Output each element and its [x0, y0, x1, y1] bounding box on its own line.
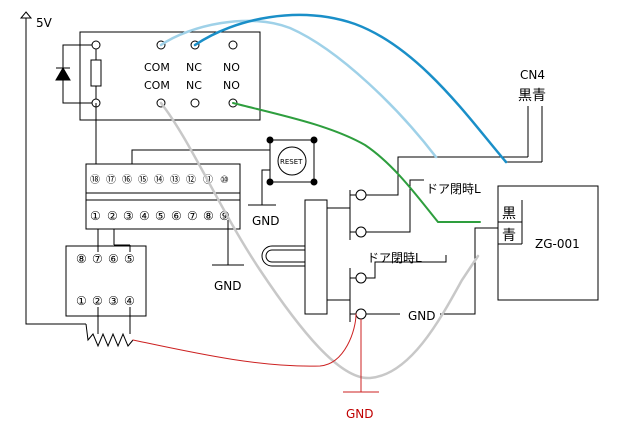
module-pin-5: ⑤	[124, 252, 135, 266]
switch-upper-terminal-2	[355, 226, 367, 238]
wire-blue	[193, 13, 508, 164]
switch-lower-terminal-2	[355, 308, 367, 320]
module-top-pins: ⑧ ⑦ ⑥ ⑤	[76, 252, 135, 266]
relay-label-com-top: COM	[144, 61, 170, 74]
reset-gnd-label: GND	[252, 214, 280, 228]
module-pin-1: ①	[76, 294, 87, 308]
ic-pin-17: ⑰	[106, 174, 116, 186]
reset-button-cap	[277, 146, 307, 176]
zg001-pin-blue: 青	[502, 228, 516, 244]
relay-body	[79, 31, 261, 121]
cn4-colors: 黒青	[518, 88, 546, 104]
colored-wires	[132, 13, 508, 380]
relay: COM NC NO COM NC NO	[55, 31, 261, 121]
red-gnd	[343, 319, 379, 393]
cn4-connector	[436, 106, 543, 163]
sensor-module	[65, 229, 147, 334]
wire-green	[232, 102, 481, 223]
ic-pin-10: ⑩	[220, 175, 229, 186]
zg001-body	[497, 185, 599, 301]
ic-bottom-section	[85, 199, 241, 230]
zg001-name: ZG-001	[535, 237, 580, 251]
ic-bottom-pins: ① ② ③ ④ ⑤ ⑥ ⑦ ⑧ ⑨	[90, 209, 230, 223]
module-pin-3: ③	[108, 294, 119, 308]
ic-top-section	[85, 163, 241, 194]
ic-pin-1: ①	[90, 209, 101, 223]
ic-pin-12: ⑫	[186, 174, 196, 186]
wire-light-blue	[159, 19, 438, 159]
ic-pin-16: ⑯	[122, 174, 132, 186]
module-pin-2: ②	[92, 294, 103, 308]
door-switch	[261, 156, 498, 322]
ic-pin-3: ③	[123, 209, 134, 223]
relay-label-nc-top: NC	[186, 61, 202, 74]
wire-red	[132, 313, 357, 367]
ic-pin-8: ⑧	[203, 209, 214, 223]
ic-pin-15: ⑮	[138, 174, 148, 186]
zg001-module	[497, 185, 599, 301]
zg001-pin-black: 黒	[502, 206, 516, 222]
ic-pin-5: ⑤	[155, 209, 166, 223]
relay-coil-top-terminal	[91, 40, 101, 50]
relay-label-nc-bottom: NC	[186, 79, 202, 92]
switch-gnd-label: GND	[408, 309, 436, 323]
red-gnd-label: GND	[346, 407, 374, 421]
diode-icon	[55, 67, 71, 81]
ic-pin-9: ⑨	[219, 209, 230, 223]
ic-gnd-label: GND	[214, 279, 242, 293]
power-label: 5V	[36, 16, 53, 30]
wire-gray	[159, 101, 480, 380]
switch-upper-terminal-1	[355, 189, 367, 201]
switch-plunger	[304, 199, 328, 315]
ic-pin-13: ⑬	[170, 174, 180, 186]
bottom-resistor	[85, 323, 134, 348]
ic-pin-14: ⑭	[154, 174, 164, 186]
door-label-upper: ドア閉時L	[426, 182, 481, 196]
ic-pin-2: ②	[107, 209, 118, 223]
module-pin-7: ⑦	[92, 252, 103, 266]
module-pin-6: ⑥	[108, 252, 119, 266]
module-pin-4: ④	[124, 294, 135, 308]
ic-pin-6: ⑥	[171, 209, 182, 223]
ic-gnd: GND	[212, 220, 244, 293]
ic-chip	[85, 103, 241, 230]
relay-no1-terminal	[228, 40, 238, 50]
relay-nc2-terminal	[190, 98, 200, 108]
switch-handle	[261, 245, 305, 267]
power-rail: 5V	[19, 11, 86, 325]
ic-pin-4: ④	[139, 209, 150, 223]
cn4-name: CN4	[520, 68, 545, 82]
module-body	[65, 245, 147, 317]
coil-resistor	[90, 59, 102, 87]
module-pin-8: ⑧	[76, 252, 87, 266]
relay-label-no-bottom: NO	[223, 79, 240, 92]
module-bottom-pins: ① ② ③ ④	[76, 294, 135, 308]
reset-button: RESET GND	[131, 136, 318, 228]
ic-pin-7: ⑦	[187, 209, 198, 223]
power-arrow-icon	[19, 11, 33, 19]
switch-lower-terminal-1	[355, 272, 367, 284]
relay-label-com-bottom: COM	[144, 79, 170, 92]
ic-pin-18: ⑱	[90, 174, 100, 186]
door-label-lower: ドア閉時L	[367, 251, 422, 265]
relay-label-no-top: NO	[223, 61, 240, 74]
reset-label: RESET	[280, 158, 303, 166]
